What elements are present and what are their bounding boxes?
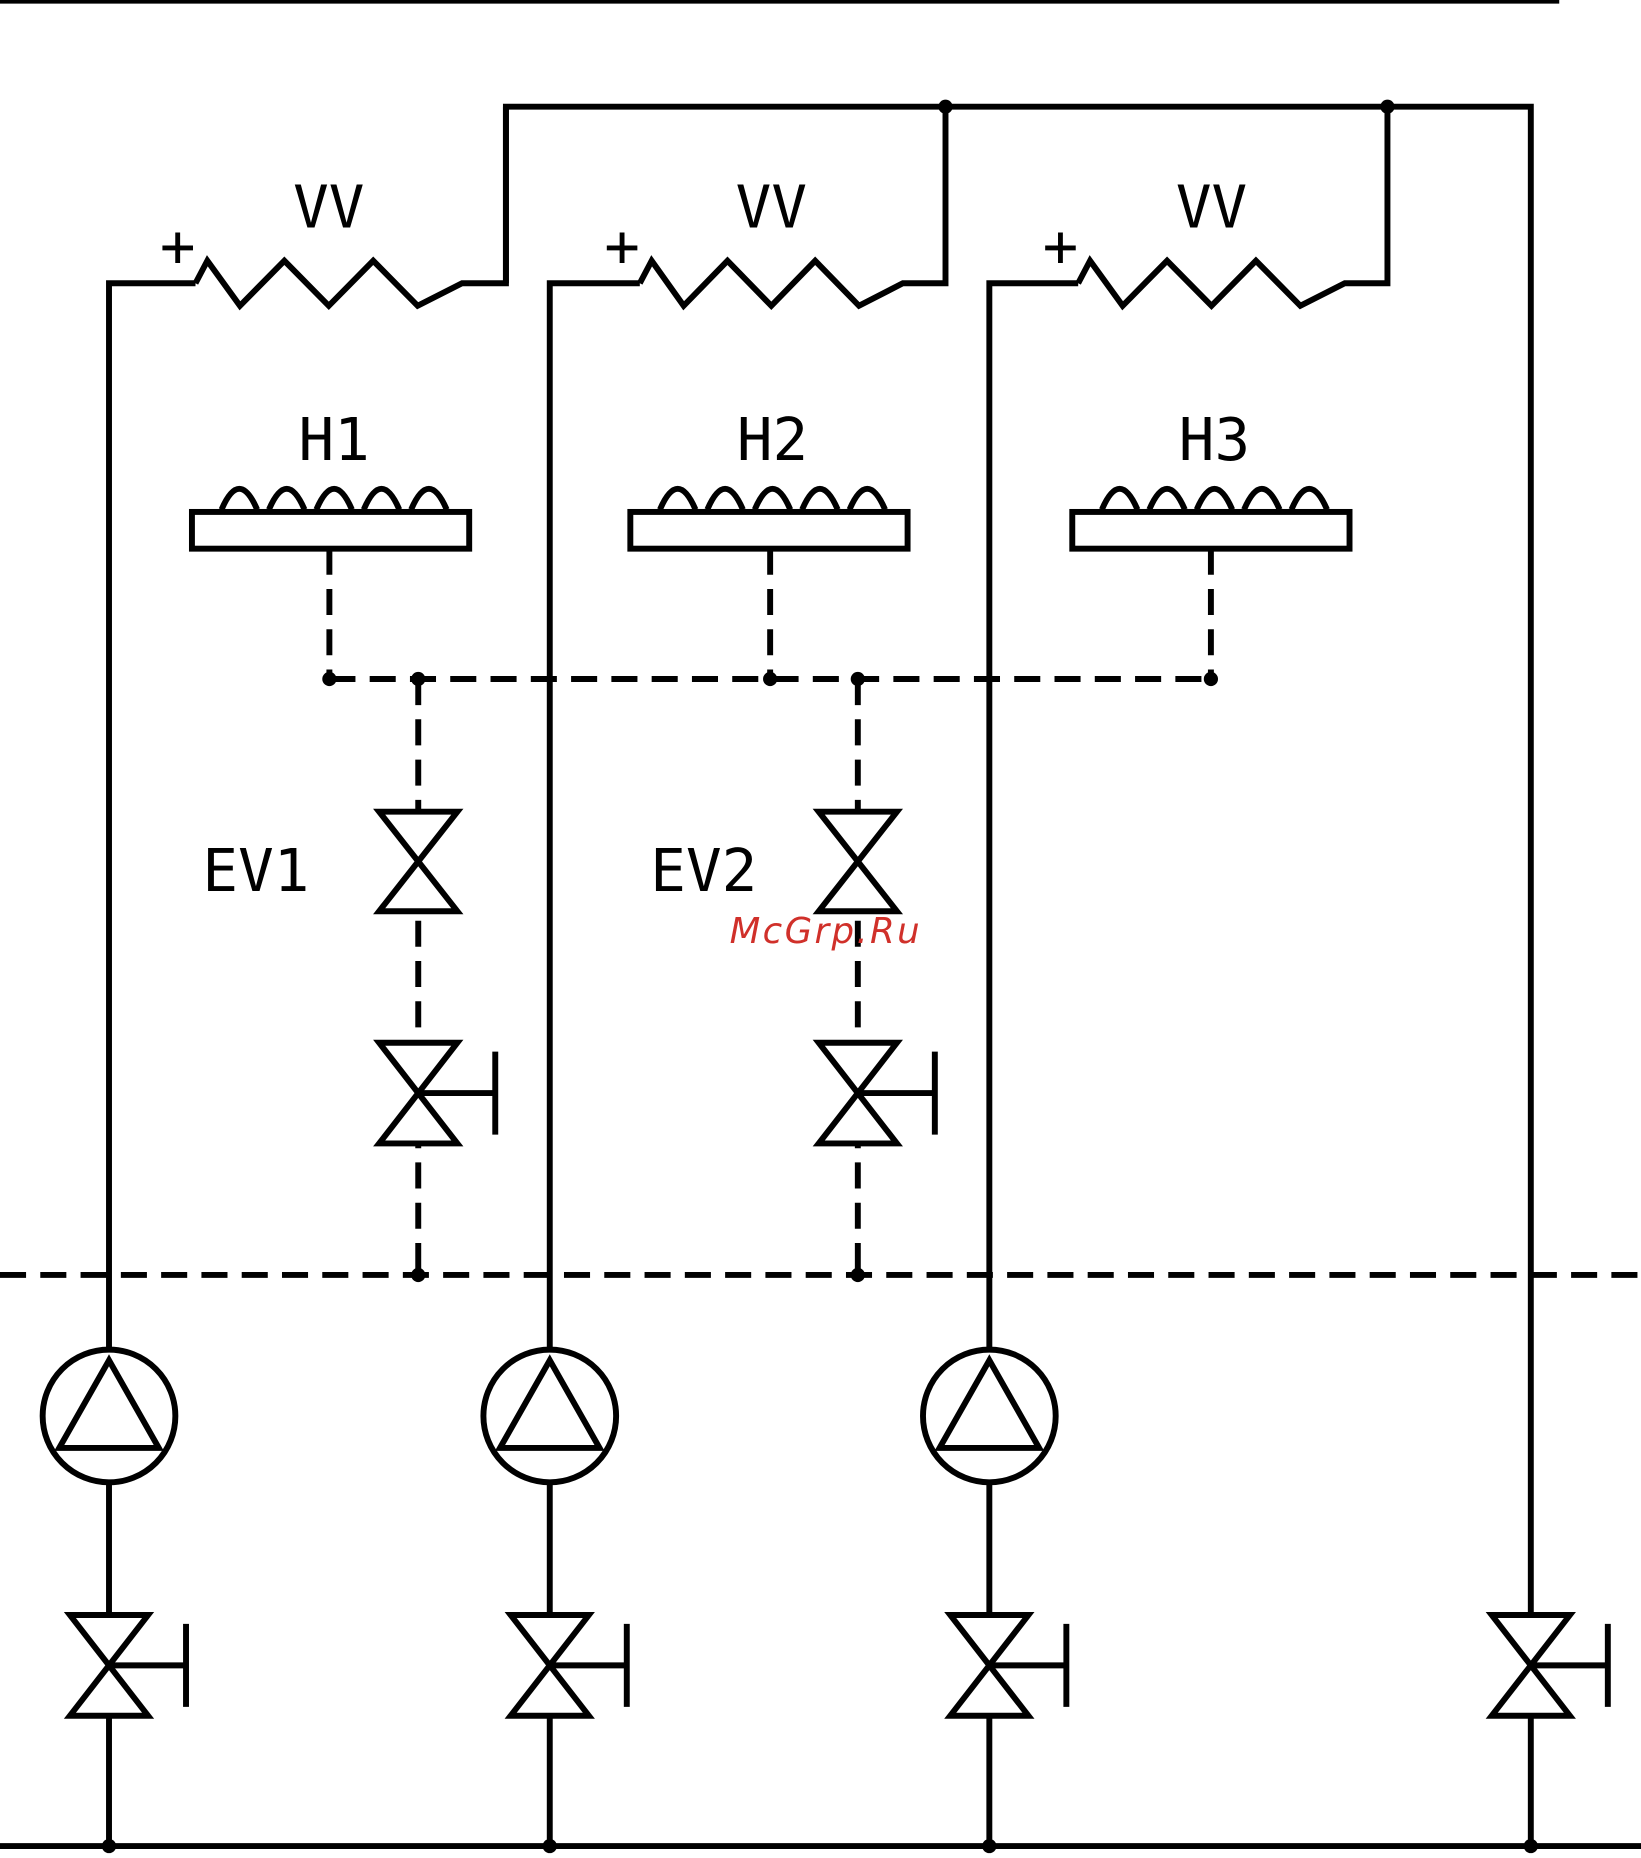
heat-wave-icon: [657, 486, 888, 511]
branch-wire: [986, 280, 1079, 1351]
pump-triangle: [934, 1354, 1045, 1451]
polarity-plus: +: [604, 212, 640, 281]
circuit-branch-1: VV + H1: [39, 106, 509, 1854]
manual-valve: [1485, 1612, 1611, 1719]
junction-dot: [938, 99, 953, 114]
manual-handle-icon: [549, 1623, 630, 1707]
manual-handle-icon: [418, 1051, 499, 1135]
resistor-label: VV: [1176, 173, 1247, 242]
watermark: McGrp.Ru: [730, 911, 922, 952]
junction-dot: [411, 1267, 426, 1283]
heater-label: H1: [298, 405, 369, 474]
manual-handle-icon: [1530, 1623, 1611, 1707]
junction-dot: [850, 1267, 865, 1283]
valve-icon: [1485, 1612, 1576, 1719]
manual-handle-icon: [857, 1051, 938, 1135]
valve-icon: [812, 1039, 903, 1147]
resistor-label: VV: [736, 173, 807, 242]
ev1-label: EV1: [202, 836, 309, 905]
manual-valve: [504, 1612, 630, 1719]
pump-icon: [920, 1346, 1059, 1486]
manual-valve: [373, 1039, 499, 1147]
manual-valve: [812, 1039, 938, 1147]
heater-label: H3: [1179, 405, 1250, 474]
junction-dot: [1380, 99, 1395, 114]
pump-icon: [480, 1346, 620, 1486]
junction-dot: [763, 671, 778, 687]
resistor-label: VV: [293, 173, 364, 242]
junction-dot: [850, 671, 865, 687]
heater-element: [188, 508, 473, 552]
branch-wire: [546, 280, 640, 1351]
top-bus-wire: [502, 103, 1534, 1847]
valve-icon: [812, 808, 904, 915]
heater-label: H2: [737, 405, 808, 474]
heater-element: [627, 508, 911, 552]
branch-wire: [106, 280, 196, 1351]
pump-triangle: [54, 1354, 164, 1451]
heat-wave-icon: [218, 486, 450, 511]
manual-valve: [944, 1612, 1070, 1719]
solenoid-valve-ev2: [812, 808, 904, 915]
valve-icon: [373, 1039, 464, 1147]
junction-dot: [411, 671, 426, 687]
manual-handle-icon: [109, 1623, 189, 1707]
manual-valve: [63, 1612, 189, 1719]
resistor: [1075, 106, 1391, 311]
polarity-plus: +: [1043, 212, 1079, 281]
circuit-branch-3: VV + H3: [920, 106, 1391, 1854]
valve-icon: [944, 1612, 1035, 1719]
heater-element: [1069, 508, 1353, 552]
resistor: [192, 106, 509, 311]
ev2-label: EV2: [650, 836, 757, 905]
pump-triangle: [494, 1354, 605, 1451]
valve-icon: [63, 1612, 155, 1719]
circuit-branch-2: VV + H2: [480, 106, 949, 1854]
resistor: [637, 106, 949, 311]
pump-icon: [39, 1346, 179, 1486]
junction-dot: [1203, 671, 1219, 687]
heat-wave-icon: [1099, 486, 1330, 511]
valve-icon: [373, 808, 464, 915]
polarity-plus: +: [160, 212, 196, 281]
solenoid-valve-ev1: [373, 808, 464, 915]
valve-icon: [504, 1612, 595, 1719]
manual-handle-icon: [989, 1623, 1070, 1707]
